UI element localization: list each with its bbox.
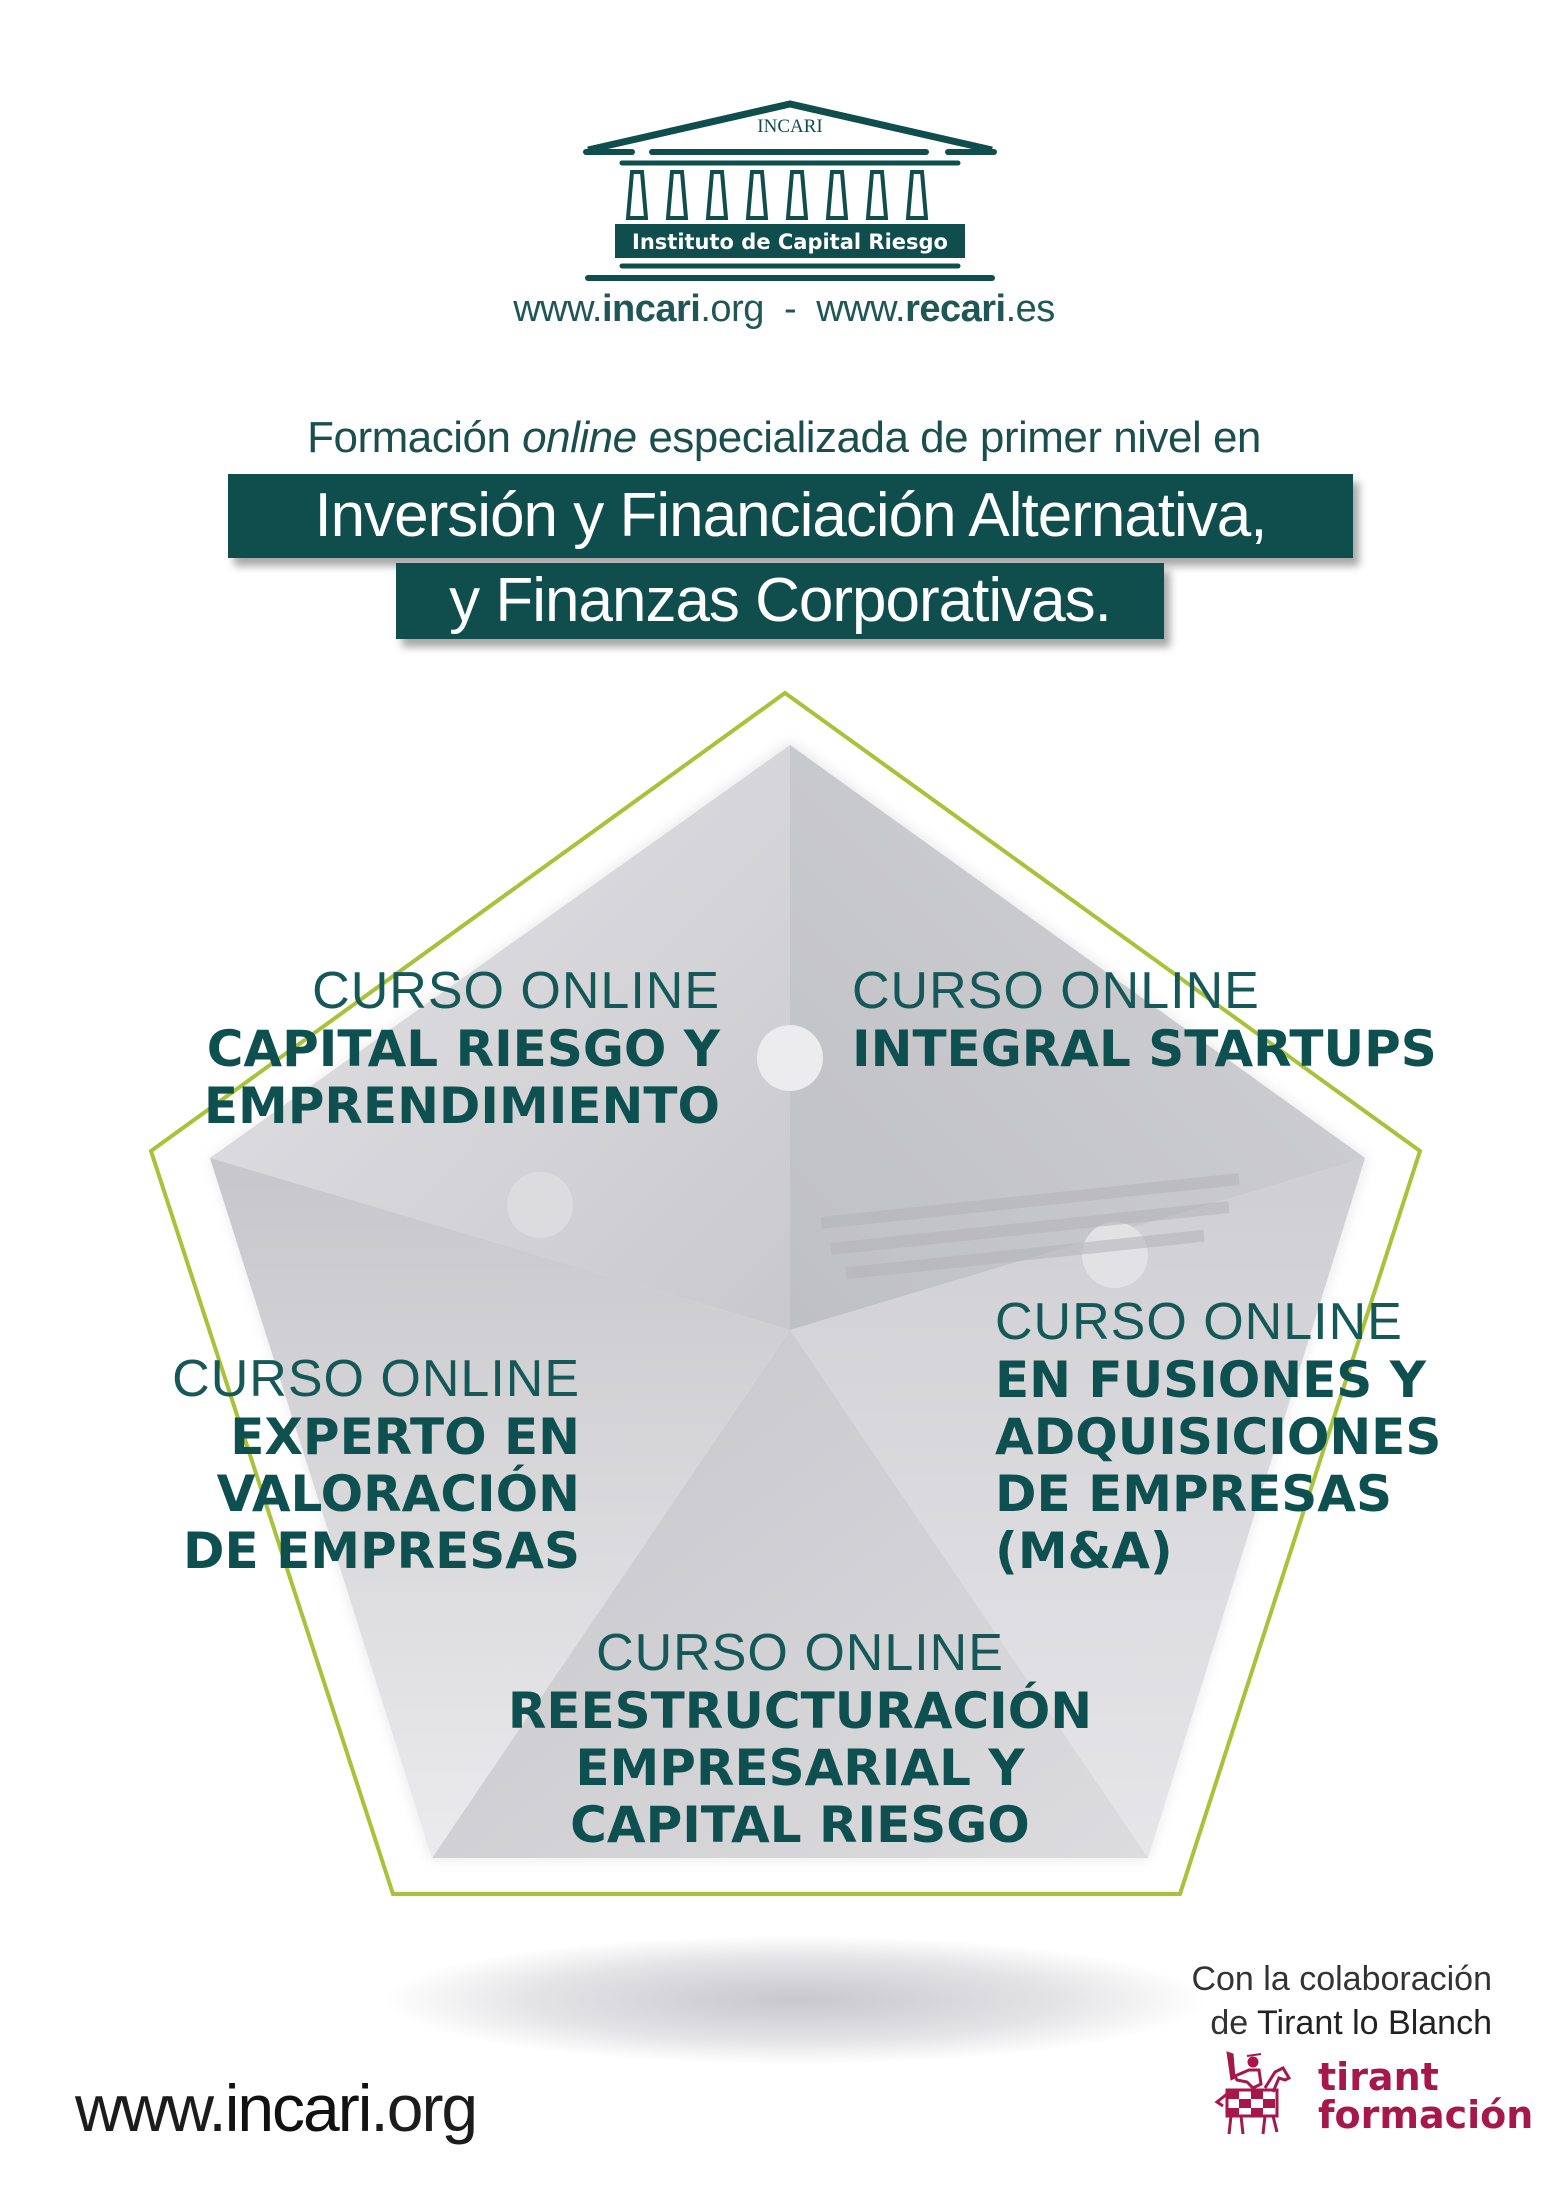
course-title: CAPITAL RIESGO Y EMPRENDIMIENTO bbox=[90, 1021, 720, 1135]
footer-incari-link[interactable]: www.incari.org bbox=[75, 2070, 478, 2146]
collab-brand: Tirant lo Blanch bbox=[1257, 2004, 1492, 2042]
intro-text-after: especializada de primer nivel en bbox=[636, 413, 1261, 462]
course-title-line: EMPRENDIMIENTO bbox=[203, 1077, 720, 1135]
course-kicker: CURSO ONLINE bbox=[312, 962, 720, 1020]
course-title-line: (M&A) bbox=[995, 1522, 1173, 1580]
course-fusiones-adquisiciones[interactable]: CURSO ONLINE EN FUSIONES Y ADQUISICIONES… bbox=[995, 1296, 1515, 1580]
url1-domain: incari bbox=[601, 288, 701, 330]
course-title-line: DE EMPRESAS bbox=[995, 1465, 1392, 1523]
knight-on-horse-icon bbox=[1214, 2051, 1292, 2135]
course-valoracion-empresas[interactable]: CURSO ONLINE EXPERTO EN VALORACIÓN DE EM… bbox=[60, 1353, 580, 1580]
footer-url-suffix: .org bbox=[370, 2071, 478, 2145]
header-urls: www.incari.org - www.recari.es bbox=[0, 288, 1568, 331]
course-title-line: ADQUISICIONES bbox=[995, 1408, 1442, 1466]
course-title-line: INTEGRAL STARTUPS bbox=[852, 1020, 1437, 1078]
intro-italic: online bbox=[522, 413, 637, 462]
incari-link[interactable]: www.incari.org bbox=[513, 288, 774, 330]
course-title: EN FUSIONES Y ADQUISICIONES DE EMPRESAS … bbox=[995, 1352, 1515, 1580]
course-kicker: CURSO ONLINE bbox=[995, 1293, 1403, 1351]
course-title: EXPERTO EN VALORACIÓN DE EMPRESAS bbox=[60, 1409, 580, 1580]
pentagon-outline bbox=[148, 690, 1423, 1896]
partner-word-formacion: formación bbox=[1318, 2093, 1534, 2137]
course-photo-wedges bbox=[210, 745, 1365, 1858]
course-title: REESTRUCTURACIÓN EMPRESARIAL Y CAPITAL R… bbox=[390, 1683, 1210, 1854]
course-title-line: EMPRESARIAL Y bbox=[575, 1739, 1025, 1797]
url2-suffix: .es bbox=[1005, 288, 1056, 330]
course-kicker: CURSO ONLINE bbox=[172, 1350, 580, 1408]
footer-url-domain: incari bbox=[224, 2071, 373, 2145]
course-title-line: DE EMPRESAS bbox=[183, 1522, 580, 1580]
course-title-line: VALORACIÓN bbox=[216, 1465, 580, 1523]
course-reestructuracion-empresarial[interactable]: CURSO ONLINE REESTRUCTURACIÓN EMPRESARIA… bbox=[390, 1627, 1210, 1854]
collaboration-note: Con la colaboración de Tirant lo Blanch bbox=[1100, 1957, 1492, 2045]
course-title: INTEGRAL STARTUPS bbox=[852, 1021, 1512, 1078]
course-kicker: CURSO ONLINE bbox=[852, 962, 1260, 1020]
course-kicker: CURSO ONLINE bbox=[596, 1624, 1004, 1682]
url2-prefix: www. bbox=[816, 288, 906, 330]
intro-text-before: Formación bbox=[307, 413, 523, 462]
pentagon-floor-shadow bbox=[380, 1935, 1210, 2065]
headline-intro: Formación online especializada de primer… bbox=[0, 413, 1568, 463]
course-title-line: REESTRUCTURACIÓN bbox=[507, 1682, 1093, 1740]
url1-suffix: .org bbox=[700, 288, 764, 330]
course-title-line: CAPITAL RIESGO bbox=[570, 1796, 1030, 1854]
url-separator: - bbox=[773, 288, 807, 330]
partner-word-tirant: tirant bbox=[1318, 2055, 1439, 2099]
collab-line1: Con la colaboración bbox=[1191, 1960, 1492, 1998]
tirant-formacion-wordmark: tirant formación bbox=[1318, 2058, 1533, 2134]
logo-name: INCARI bbox=[757, 116, 822, 137]
course-title-line: EN FUSIONES Y bbox=[995, 1351, 1426, 1409]
course-title-line: CAPITAL RIESGO Y bbox=[206, 1020, 720, 1078]
course-capital-riesgo-emprendimiento[interactable]: CURSO ONLINE CAPITAL RIESGO Y EMPRENDIMI… bbox=[90, 965, 720, 1135]
url1-prefix: www. bbox=[513, 288, 602, 330]
headline-banner-line1: Inversión y Financiación Alternativa, bbox=[228, 474, 1353, 558]
course-title-line: EXPERTO EN bbox=[230, 1408, 580, 1466]
headline-banner-line2: y Finanzas Corporativas. bbox=[396, 563, 1164, 639]
logo-subtitle: Instituto de Capital Riesgo bbox=[632, 230, 948, 254]
course-integral-startups[interactable]: CURSO ONLINE INTEGRAL STARTUPS bbox=[852, 965, 1512, 1078]
recari-link[interactable]: www.recari.es bbox=[806, 288, 1055, 330]
incari-logo: INCARI Instituto de Capital Riesgo bbox=[583, 100, 997, 281]
collab-line2-prefix: de bbox=[1210, 2004, 1258, 2042]
footer-url-prefix: www. bbox=[75, 2071, 227, 2145]
url2-domain: recari bbox=[905, 288, 1006, 330]
